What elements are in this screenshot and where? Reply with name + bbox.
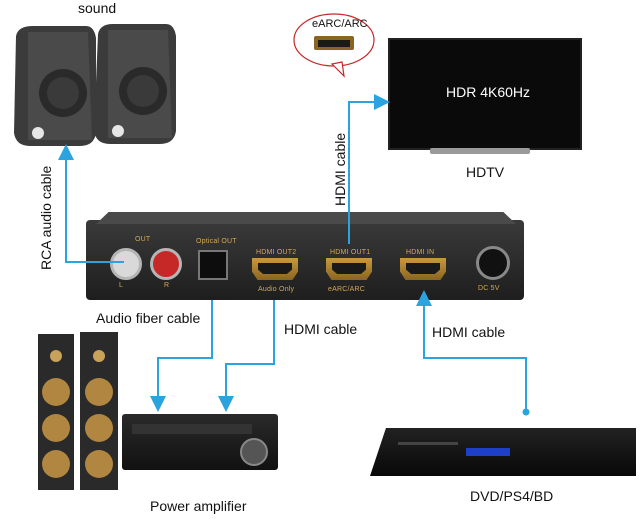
rca-r-label: R bbox=[164, 282, 170, 289]
rca-out-label: OUT bbox=[135, 236, 151, 243]
tv-stand bbox=[430, 148, 530, 154]
player-display bbox=[466, 448, 510, 456]
player-arrow bbox=[416, 290, 527, 410]
speakers bbox=[8, 18, 178, 153]
rca-left-jack[interactable] bbox=[110, 248, 142, 280]
hdtv-label: HDTV bbox=[466, 164, 505, 180]
amp-display bbox=[132, 424, 252, 434]
hdmi-cable-tv-label: HDMI cable bbox=[332, 132, 348, 206]
audio-only-label: Audio Only bbox=[258, 286, 295, 293]
rca-l-label: L bbox=[119, 282, 124, 289]
dc5v-label: DC 5V bbox=[478, 285, 500, 292]
floor-speakers bbox=[34, 330, 124, 500]
floor-speakers-illustration bbox=[38, 332, 118, 490]
hdmi-cable-amp-label: HDMI cable bbox=[284, 321, 358, 337]
earc-arc-label: eARC/ARC bbox=[328, 286, 365, 293]
rca-cable-label: RCA audio cable bbox=[38, 165, 54, 270]
tv-screen bbox=[388, 38, 582, 150]
player-disc-slot bbox=[398, 442, 458, 445]
amp-volume-knob bbox=[240, 438, 268, 466]
earc-bubble-label: eARC/ARC bbox=[312, 18, 368, 30]
player-label: DVD/PS4/BD bbox=[470, 488, 554, 504]
hdmi-cable-player-label: HDMI cable bbox=[432, 324, 506, 340]
power-amplifier bbox=[122, 414, 278, 470]
audio-fiber-cable-label: Audio fiber cable bbox=[96, 310, 201, 326]
rca-right-jack[interactable] bbox=[150, 248, 182, 280]
hdmi-out1-label: HDMI OUT1 bbox=[330, 249, 371, 256]
dc-jack[interactable] bbox=[476, 246, 510, 280]
hdmi-amp-arrow bbox=[218, 300, 275, 412]
optical-port[interactable] bbox=[198, 250, 228, 280]
speakers-illustration bbox=[14, 24, 176, 146]
device-top-face bbox=[96, 212, 516, 224]
hdmi-out2-port[interactable] bbox=[252, 258, 298, 280]
sound-label: sound bbox=[78, 0, 117, 16]
hdmi-in-label: HDMI IN bbox=[406, 249, 435, 256]
hdmi-out2-label: HDMI OUT2 bbox=[256, 249, 297, 256]
hdmi-out1-port[interactable] bbox=[326, 258, 372, 280]
dvd-player bbox=[370, 428, 636, 476]
power-amplifier-label: Power amplifier bbox=[150, 498, 247, 514]
optical-out-label: Optical OUT bbox=[196, 238, 237, 245]
tv-screen-text: HDR 4K60Hz bbox=[446, 84, 531, 100]
hdmi-in-port[interactable] bbox=[400, 258, 446, 280]
